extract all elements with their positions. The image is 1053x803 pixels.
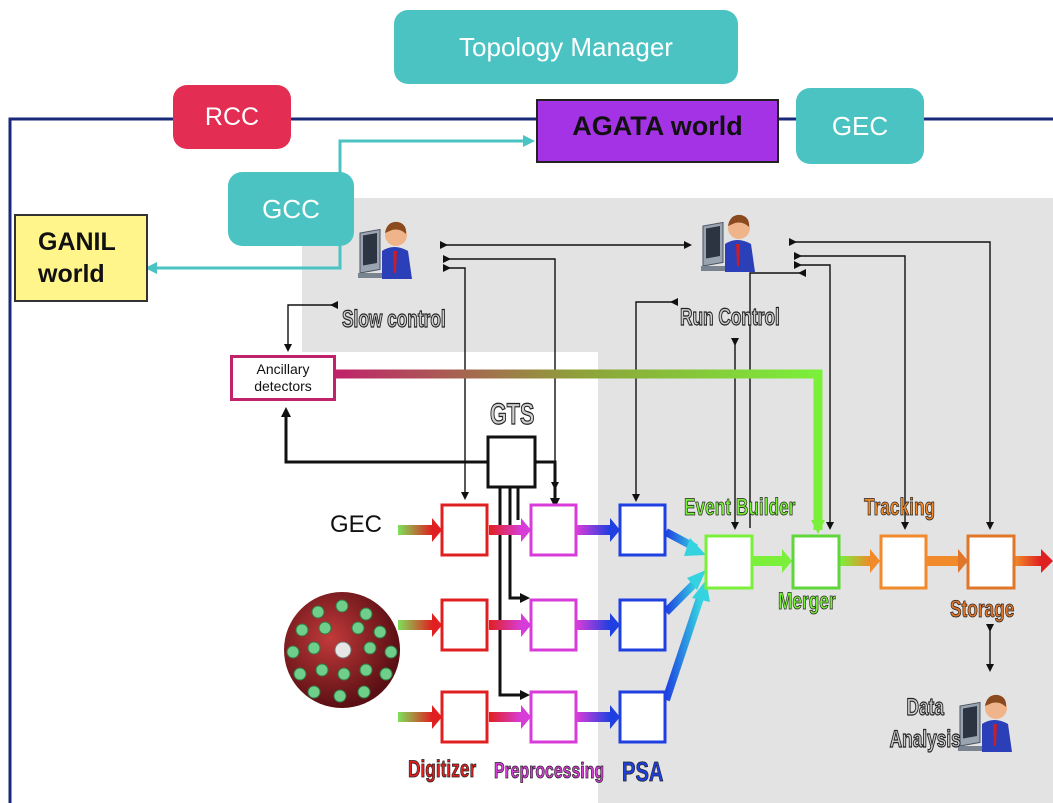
preprocessing-box-2 (529, 598, 578, 652)
digitizer-label: Digitizer (408, 756, 477, 784)
data-analysis-label: Data Analysis (882, 692, 968, 756)
slow-control-label: Slow control (342, 305, 447, 333)
gcc-label: GCC (262, 193, 320, 224)
merger-label: Merger (778, 588, 836, 616)
preprocessing-box-1 (529, 503, 578, 557)
topology-manager-box: Topology Manager (394, 10, 738, 84)
agata-world-box: AGATA world (536, 99, 779, 163)
gec-top-label: GEC (831, 110, 889, 141)
rcc-box: RCC (173, 85, 291, 149)
tracking-label: Tracking (864, 494, 936, 522)
gts-box (486, 435, 537, 489)
ancillary-detectors-box: Ancillary detectors (230, 355, 336, 401)
agata-detector-sphere-icon (284, 592, 400, 708)
rcc-label: RCC (204, 102, 260, 131)
gts-label: GTS (490, 397, 535, 431)
preprocessing-label: Preprocessing (494, 758, 605, 784)
operator-at-computer-icon (958, 694, 1012, 752)
tracking-box (879, 534, 928, 590)
psa-box-1 (618, 503, 667, 557)
gec-input-label: GEC (330, 511, 383, 538)
storage-label: Storage (950, 596, 1015, 624)
gcc-box: GCC (228, 172, 354, 246)
digitizer-box-1 (440, 503, 489, 557)
operator-at-computer-icon (358, 221, 412, 279)
storage-box (966, 534, 1016, 590)
digitizer-box-3 (440, 690, 489, 744)
preprocessing-box-3 (529, 690, 578, 744)
digitizer-box-2 (440, 598, 489, 652)
data-analysis-text: Data Analysis (889, 693, 961, 753)
psa-label: PSA (622, 756, 664, 788)
gcc-to-agata-link (338, 135, 535, 190)
event-builder-label: Event Builder (684, 494, 796, 522)
psa-box-3 (618, 690, 667, 744)
agata-world-label: AGATA world (572, 111, 743, 141)
run-control-label: Run Control (680, 303, 781, 331)
topology-manager-label: Topology Manager (459, 31, 673, 62)
ancillary-to-merger-arrow (336, 369, 825, 534)
merger-box (791, 534, 841, 590)
event-builder-box (704, 534, 754, 590)
gec-top-box: GEC (796, 88, 924, 164)
ganil-world-label: GANIL world (38, 228, 116, 288)
psa-box-2 (618, 598, 667, 652)
operator-at-computer-icon (701, 214, 755, 272)
ganil-world-box: GANIL world (14, 214, 148, 302)
ancillary-detectors-label: Ancillary detectors (254, 361, 312, 394)
